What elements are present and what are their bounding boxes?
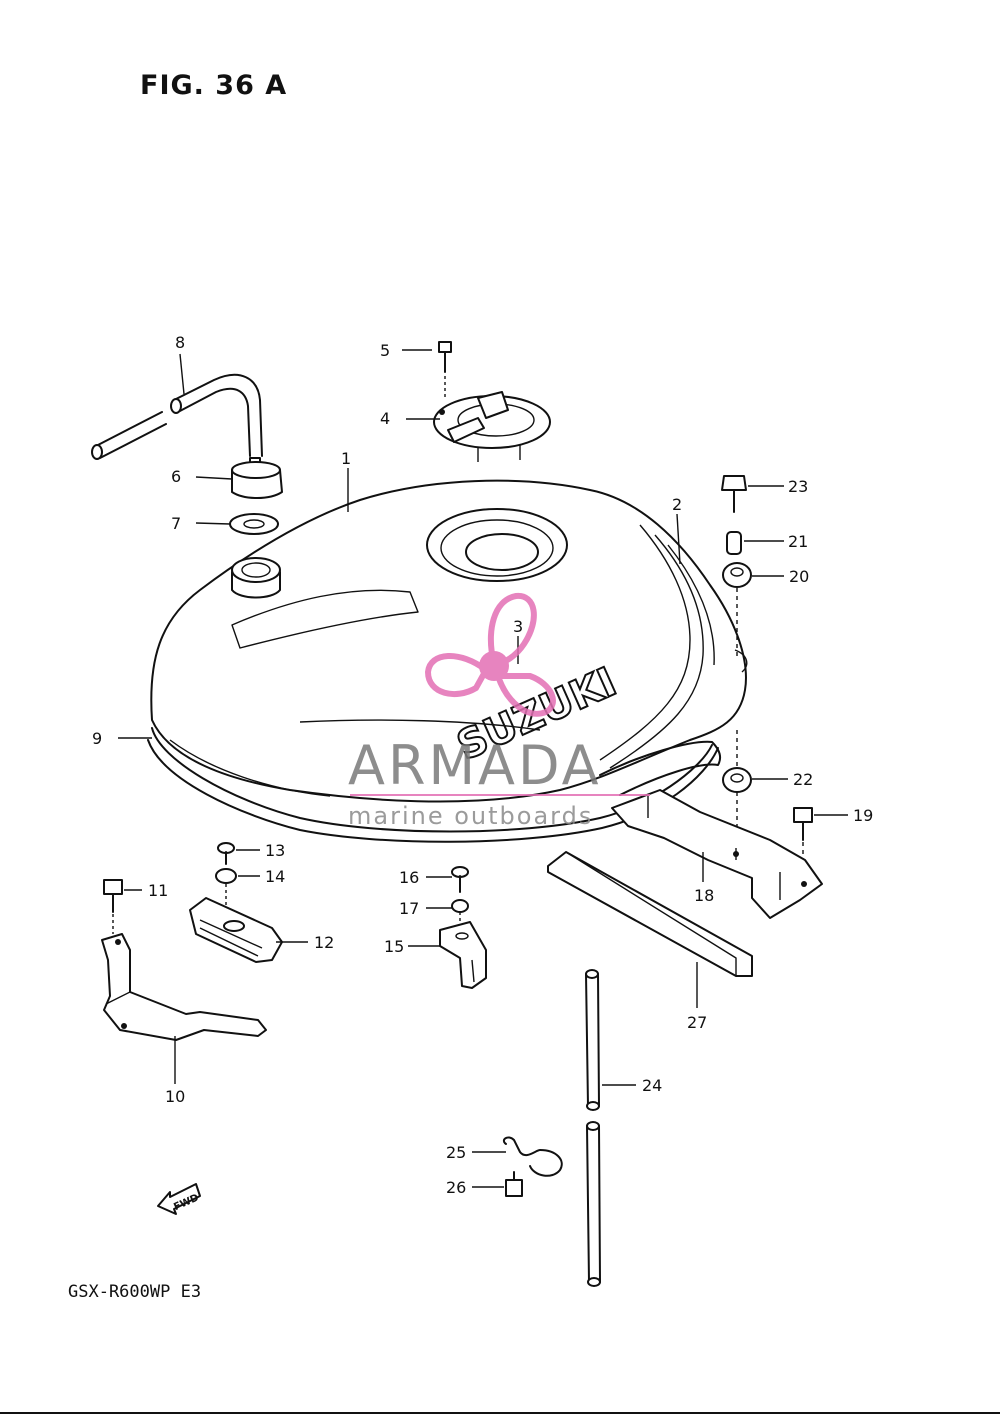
watermark-name: ARMADA <box>348 734 602 797</box>
forward-arrow-icon: FWD <box>157 1183 201 1215</box>
collar-21 <box>726 531 742 555</box>
callout-27: 27 <box>687 1013 707 1032</box>
washer-14 <box>215 868 237 920</box>
callout-3: 3 <box>513 617 523 636</box>
bolt-23 <box>721 475 747 513</box>
callout-26: 26 <box>446 1178 466 1197</box>
callout-4: 4 <box>380 409 390 428</box>
screw-26 <box>505 1171 523 1197</box>
cushion-20 <box>722 562 752 660</box>
callout-25: 25 <box>446 1143 466 1162</box>
callout-24: 24 <box>642 1076 662 1095</box>
callout-16: 16 <box>399 868 419 887</box>
hose-clip <box>502 1136 563 1177</box>
figure-title: FIG. 36 A <box>140 70 288 101</box>
vent-cap <box>231 457 283 499</box>
cushion-12 <box>189 897 283 963</box>
callout-8: 8 <box>175 333 185 352</box>
callout-14: 14 <box>265 867 285 886</box>
callout-23: 23 <box>788 477 808 496</box>
drain-hose <box>585 969 601 1287</box>
screw-16 <box>451 866 469 893</box>
callout-18: 18 <box>694 886 714 905</box>
callout-5: 5 <box>380 341 390 360</box>
callout-21: 21 <box>788 532 808 551</box>
callout-12: 12 <box>314 933 334 952</box>
callout-11: 11 <box>148 881 168 900</box>
callout-13: 13 <box>265 841 285 860</box>
callout-20: 20 <box>789 567 809 586</box>
cap-screw <box>438 341 452 398</box>
leader-lines <box>118 349 848 1188</box>
watermark-tagline: marine outboards <box>348 802 593 830</box>
callout-2: 2 <box>672 495 682 514</box>
front-bracket <box>101 933 267 1041</box>
callout-1: 1 <box>341 449 351 468</box>
fuel-cap <box>433 391 551 462</box>
callout-22: 22 <box>793 770 813 789</box>
model-code: GSX-R600WP E3 <box>68 1282 202 1302</box>
callout-10: 10 <box>165 1087 185 1106</box>
callout-19: 19 <box>853 806 873 825</box>
screw-13 <box>217 842 235 865</box>
rear-bracket <box>611 789 823 919</box>
vent-washer <box>229 513 279 535</box>
callout-9: 9 <box>92 729 102 748</box>
callout-7: 7 <box>171 514 181 533</box>
bolt-11 <box>103 879 123 934</box>
foam-bar <box>547 851 753 977</box>
callout-17: 17 <box>399 899 419 918</box>
callout-labels: 1 2 3 4 5 6 7 8 9 10 11 12 13 14 15 16 1… <box>92 333 873 1197</box>
callout-6: 6 <box>171 467 181 486</box>
propeller-logo-icon <box>424 592 556 717</box>
watermark: ARMADA marine outboards <box>348 592 650 830</box>
clamp-15 <box>439 921 487 989</box>
fuel-tank <box>147 479 748 843</box>
breather-hose <box>91 373 263 460</box>
callout-15: 15 <box>384 937 404 956</box>
